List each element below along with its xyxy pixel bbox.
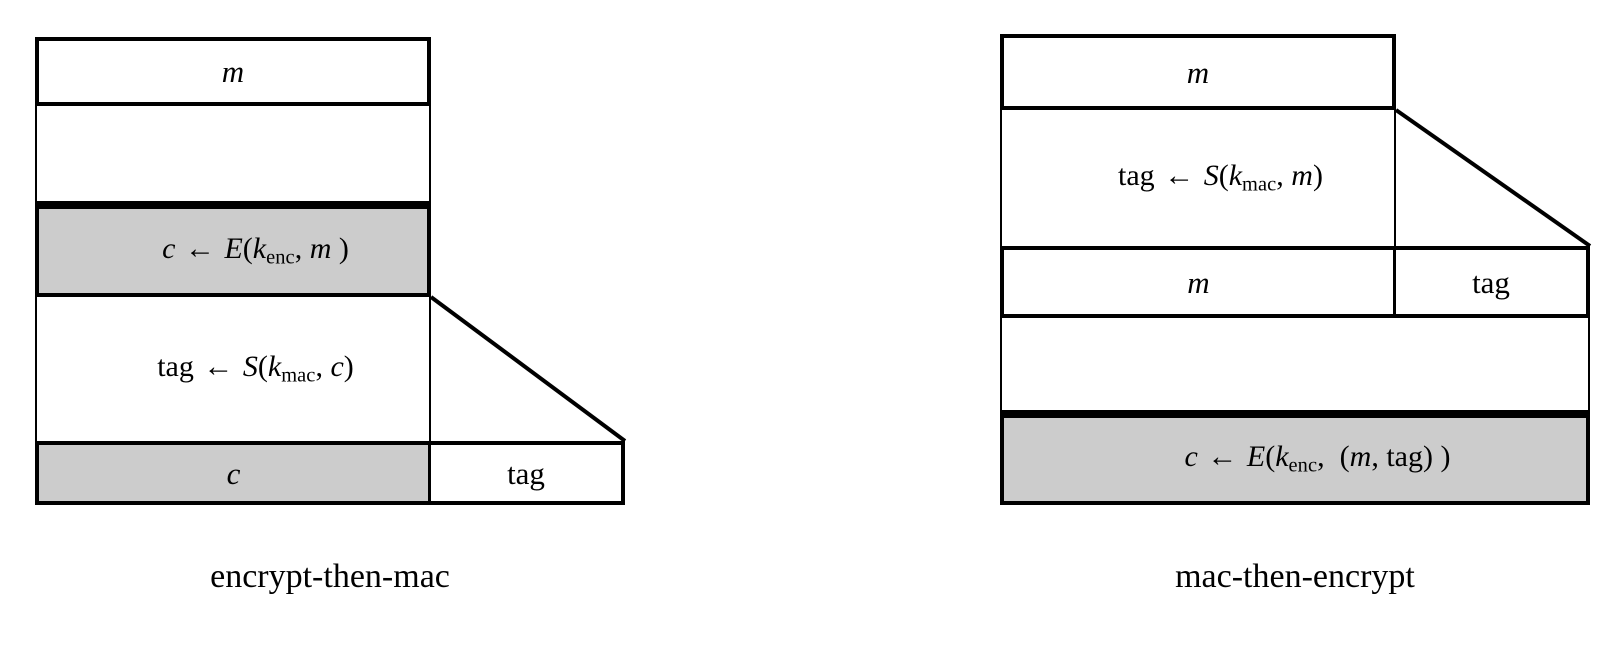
mte-encrypt-box: c ← E(kenc, (m, tag) ): [1000, 414, 1590, 505]
etm-message-box: m: [35, 37, 431, 106]
mte-spacer-box: [1000, 318, 1590, 414]
etm-mac-region: tag ← S(kmac, c): [35, 297, 431, 441]
mte-message-box: m: [1000, 34, 1396, 110]
etm-encrypt-box: c ← E(kenc, m ): [35, 205, 431, 297]
mte-concat-tag-label: tag: [1472, 264, 1510, 300]
mte-mac-formula: tag ← S(kmac, m): [1118, 158, 1323, 196]
etm-output-tag-cell: tag: [431, 441, 625, 505]
etm-diagonal-connector: [429, 295, 627, 443]
etm-message-label: m: [221, 54, 245, 89]
etm-mac-formula: tag ← S(kmac, c): [157, 349, 354, 387]
etm-output-c-cell: c: [35, 441, 431, 505]
mte-concat-m-label: m: [1187, 264, 1210, 300]
mac-then-encrypt-caption: mac-then-encrypt: [1175, 558, 1415, 595]
mte-diagonal-connector: [1394, 108, 1592, 248]
mte-mac-region: tag ← S(kmac, m): [1000, 110, 1396, 246]
etm-output-tag-label: tag: [507, 455, 545, 491]
mte-concat-tag-cell: tag: [1396, 246, 1590, 318]
mte-message-label: m: [1186, 54, 1210, 90]
etm-encrypt-formula: c ← E(kenc, m ): [162, 231, 349, 269]
etm-spacer-box: [35, 106, 431, 205]
mte-concat-m-cell: m: [1000, 246, 1396, 318]
mte-encrypt-formula: c ← E(kenc, (m, tag) ): [1184, 440, 1451, 478]
etm-output-c-label: c: [226, 455, 241, 491]
encrypt-then-mac-caption: encrypt-then-mac: [210, 558, 450, 595]
